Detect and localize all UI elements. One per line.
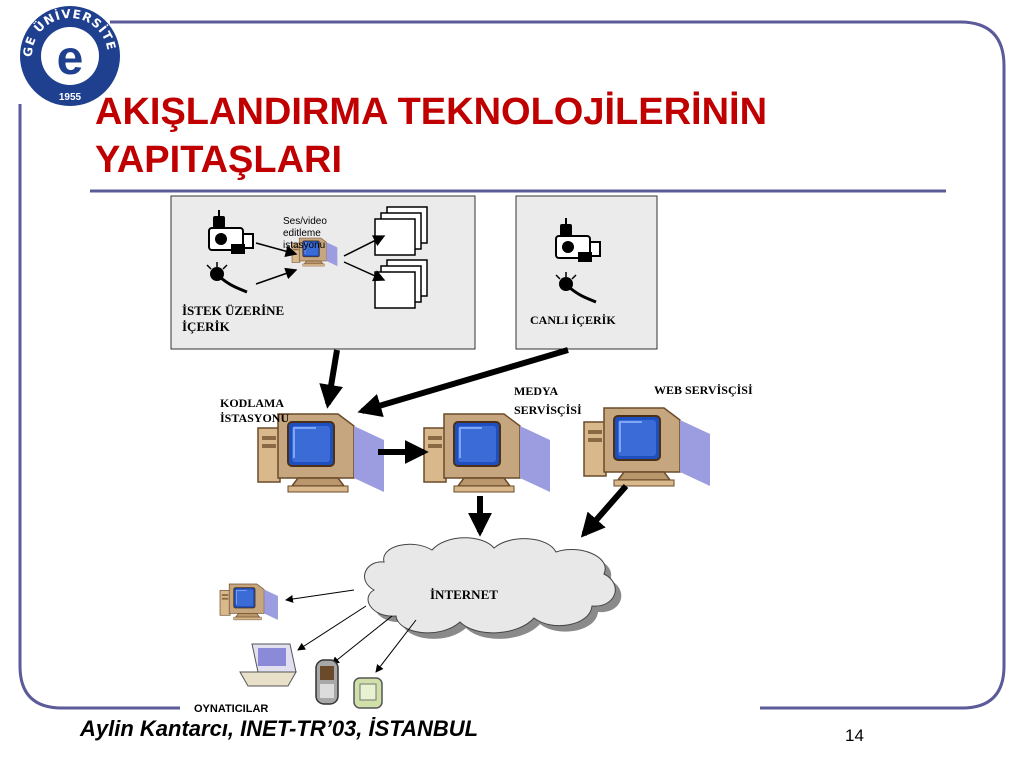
encoding-station-label-line1: KODLAMA <box>220 396 284 410</box>
internet-label: İNTERNET <box>430 587 498 602</box>
on-demand-label: İSTEK ÜZERİNE İÇERİK <box>182 303 284 335</box>
slide-title-line1: AKIŞLANDIRMA TEKNOLOJİLERİNİN <box>95 91 768 133</box>
on-demand-label-line1: İSTEK ÜZERİNE <box>182 303 285 318</box>
live-content-label: CANLI İÇERİK <box>530 313 616 327</box>
page-number: 14 <box>845 726 864 745</box>
logo-letter: e <box>57 32 84 85</box>
encoding-station-label: KODLAMA İSTASYONU <box>220 396 289 426</box>
editing-station-label: Ses/video editleme istasyonu <box>283 216 327 251</box>
mobile-phone-player-icon <box>315 659 339 705</box>
on-demand-label-line2: İÇERİK <box>182 319 230 334</box>
logo-year: 1955 <box>59 92 82 103</box>
media-server-label-line1: MEDYA <box>514 384 559 398</box>
document-pages-icon <box>374 259 428 309</box>
encoding-station-label-line2: İSTASYONU <box>220 411 290 425</box>
internet-cloud <box>364 537 622 639</box>
media-server-label-line2: SERVİSÇİSİ <box>514 403 582 417</box>
slide-title: AKIŞLANDIRMA TEKNOLOJİLERİNİN YAPITAŞLAR… <box>95 88 995 184</box>
web-server-icon <box>583 407 711 487</box>
media-server-icon <box>423 413 551 493</box>
document-pages-icon <box>374 206 428 256</box>
desktop-player-icon <box>219 583 279 621</box>
pda-player-icon <box>353 677 383 709</box>
laptop-player-icon <box>239 643 297 687</box>
footer-text: Aylin Kantarcı, INET-TR’03, İSTANBUL <box>80 716 479 741</box>
university-logo: EGE ÜNİVERSİTESİ e 1955 <box>18 4 120 106</box>
media-server-label: MEDYA SERVİSÇİSİ <box>514 382 582 420</box>
players-label: OYNATICILAR <box>194 703 269 715</box>
web-server-label: WEB SERVİSÇİSİ <box>654 383 753 397</box>
live-panel <box>515 195 658 350</box>
slide-title-line2: YAPITAŞLARI <box>95 139 343 181</box>
